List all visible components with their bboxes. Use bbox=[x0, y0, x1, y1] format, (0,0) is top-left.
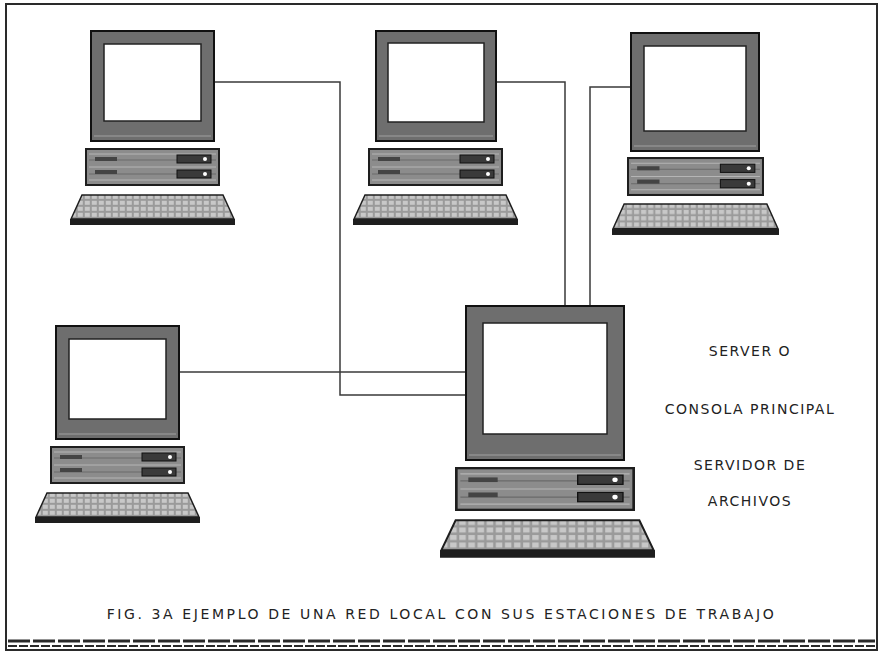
monitor-bezel bbox=[376, 31, 496, 141]
monitor-edge bbox=[94, 136, 211, 137]
monitor-screen bbox=[483, 323, 607, 434]
monitor-screen bbox=[388, 43, 484, 122]
network-cable bbox=[590, 87, 630, 305]
node-label: CONSOLA PRINCIPAL bbox=[650, 398, 850, 420]
monitor-outline bbox=[630, 32, 760, 152]
node-label: SERVIDOR DE ARCHIVOS bbox=[650, 447, 850, 519]
monitor-bezel bbox=[466, 306, 624, 460]
monitor-edge bbox=[379, 136, 493, 137]
caption-box: FIG. 3A EJEMPLO DE UNA RED LOCAL CON SUS… bbox=[20, 604, 863, 623]
monitor-outline bbox=[375, 30, 497, 142]
workstation-monitor bbox=[375, 30, 497, 142]
monitor-screen bbox=[69, 339, 166, 419]
workstation-monitor bbox=[630, 32, 760, 152]
monitor-edge bbox=[59, 434, 176, 435]
monitor-bezel bbox=[56, 326, 179, 439]
monitor-outline bbox=[55, 325, 180, 440]
monitor-screen bbox=[104, 44, 201, 121]
workstation-monitor bbox=[90, 30, 215, 142]
workstation-monitor bbox=[55, 325, 180, 440]
network-cable bbox=[180, 371, 465, 373]
monitor-screen bbox=[644, 46, 746, 131]
server-monitor: SERVER OCONSOLA PRINCIPALSERVIDOR DE ARC… bbox=[465, 305, 625, 461]
network-cable bbox=[497, 82, 565, 305]
monitor-outline bbox=[465, 305, 625, 461]
monitor-edge bbox=[634, 146, 756, 147]
monitor-bezel bbox=[91, 31, 214, 141]
node-label: SERVER O bbox=[650, 340, 850, 362]
monitor-outline bbox=[90, 30, 215, 142]
label-column: SERVER O CONSOLA PRINCIPAL SERVIDOR DE ARC… bbox=[650, 340, 850, 519]
figure-caption: FIG. 3A EJEMPLO DE UNA RED LOCAL CON SUS… bbox=[105, 606, 779, 622]
monitor-edge bbox=[469, 455, 621, 456]
monitor-bezel bbox=[631, 33, 759, 151]
